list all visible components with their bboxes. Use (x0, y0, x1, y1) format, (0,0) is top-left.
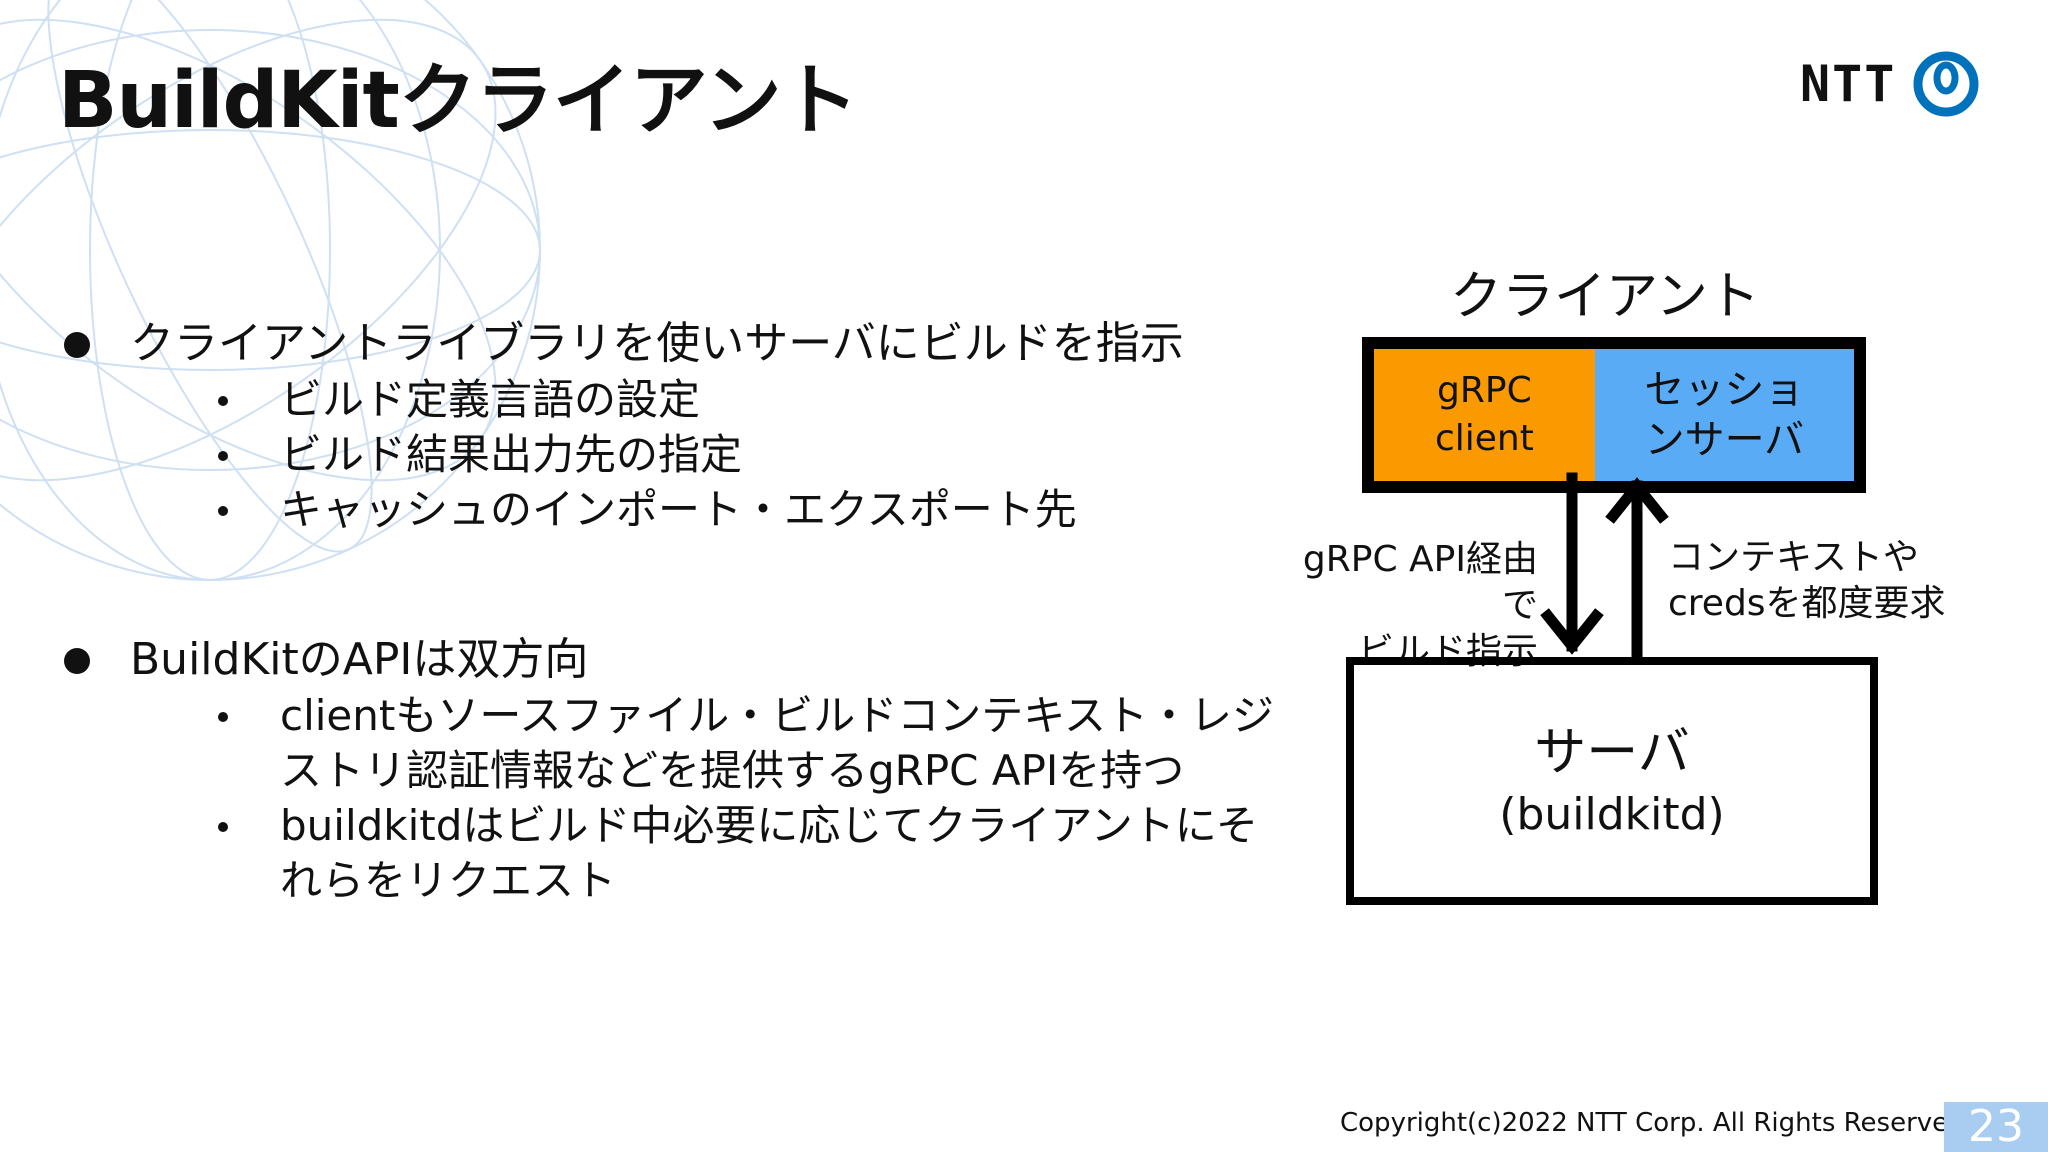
client-label: クライアント (1450, 267, 1760, 327)
ntt-logo: NTT (1800, 48, 1982, 120)
arrows (1540, 472, 1669, 658)
down-label-line-2: ビルド指示 (1357, 631, 1538, 672)
session-server-block: セッショ ンサーバ (1594, 349, 1854, 481)
up-label-line-2: credsを都度要求 (1668, 583, 1946, 624)
sub-bullet-item: ビルド結果出力先の指定 (158, 427, 1278, 482)
session-line-1: セッショ (1644, 367, 1805, 413)
sub-bullet-item: clientもソースファイル・ビルドコンテキスト・レジストリ認証情報などを提供す… (158, 688, 1278, 798)
up-arrow-icon (1605, 477, 1669, 658)
client-box: gRPC client セッショ ンサーバ (1362, 337, 1866, 493)
down-arrow-label: gRPC API経由で ビルド指示 (1268, 537, 1538, 675)
up-arrow-label: コンテキストや credsを都度要求 (1668, 535, 1998, 627)
down-arrow-icon (1540, 472, 1604, 655)
up-label-line-1: コンテキストや (1668, 537, 1919, 578)
grpc-line-1: gRPC (1437, 370, 1532, 411)
page-title: BuildKitクライアント (58, 56, 859, 146)
server-box: サーバ (buildkitd) (1346, 657, 1878, 905)
sub-bullet-dot-icon (218, 506, 228, 516)
sub-bullet-text: ビルド定義言語の設定 (280, 375, 701, 424)
grpc-client-block: gRPC client (1374, 349, 1595, 481)
session-line-2: ンサーバ (1644, 417, 1805, 463)
sub-bullet-item: ビルド定義言語の設定 (158, 372, 1278, 427)
sub-bullet-text: キャッシュのインポート・エクスポート先 (280, 485, 1077, 534)
bullet-text: BuildKitのAPIは双方向 (130, 634, 589, 685)
sub-bullet-item: buildkitdはビルド中必要に応じてクライアントにそれらをリクエスト (158, 798, 1278, 908)
bullet-dot-icon (64, 332, 90, 358)
page-number: 23 (1944, 1102, 2048, 1152)
ntt-logo-icon (1913, 51, 1979, 117)
bullet-group-1: クライアントライブラリを使いサーバにビルドを指示 ビルド定義言語の設定 ビルド結… (58, 316, 1278, 537)
copyright: Copyright(c)2022 NTT Corp. All Rights Re… (1340, 1108, 1973, 1138)
server-name: サーバ (1534, 723, 1690, 783)
sub-bullet-dot-icon (218, 712, 228, 722)
bullet-list: クライアントライブラリを使いサーバにビルドを指示 ビルド定義言語の設定 ビルド結… (58, 316, 1278, 908)
grpc-line-2: client (1434, 418, 1534, 459)
sub-bullet-dot-icon (218, 822, 228, 832)
server-subtitle: (buildkitd) (1499, 789, 1725, 840)
sub-bullet-dot-icon (218, 396, 228, 406)
bullet-group-2: BuildKitのAPIは双方向 clientもソースファイル・ビルドコンテキス… (58, 632, 1278, 908)
sub-bullet-dot-icon (218, 451, 228, 461)
bullet-dot-icon (64, 648, 90, 674)
sub-bullet-text: clientもソースファイル・ビルドコンテキスト・レジストリ認証情報などを提供す… (280, 691, 1274, 795)
bullet-text: クライアントライブラリを使いサーバにビルドを指示 (130, 318, 1184, 369)
sub-bullet-text: buildkitdはビルド中必要に応じてクライアントにそれらをリクエスト (280, 801, 1258, 905)
sub-bullet-text: ビルド結果出力先の指定 (280, 430, 743, 479)
bullet-item: BuildKitのAPIは双方向 (58, 632, 1278, 688)
bullet-item: クライアントライブラリを使いサーバにビルドを指示 (58, 316, 1278, 372)
sub-bullet-item: キャッシュのインポート・エクスポート先 (158, 482, 1278, 537)
logo-text: NTT (1800, 55, 1897, 113)
down-label-line-1: gRPC API経由で (1302, 539, 1538, 626)
globe-background (0, 0, 541, 581)
